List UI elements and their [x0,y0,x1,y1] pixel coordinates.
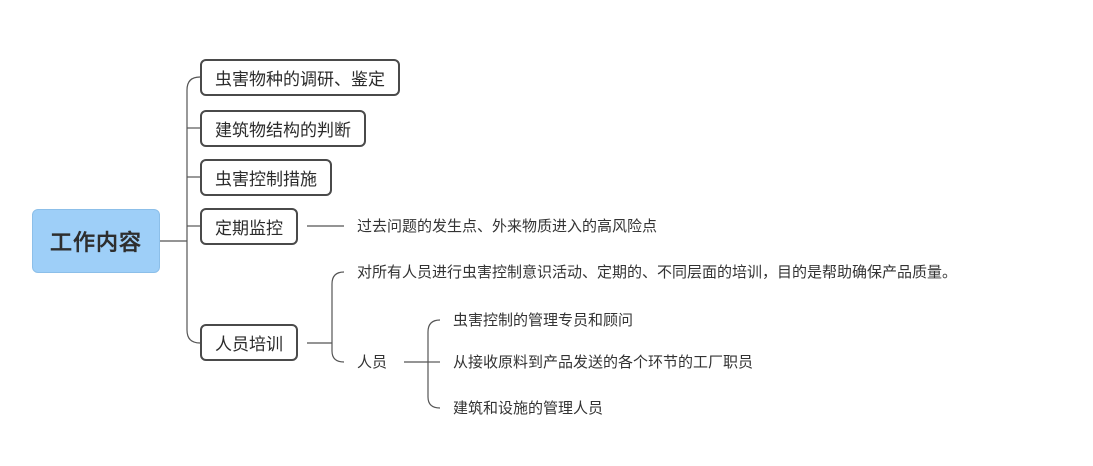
topic-staff-training[interactable]: 人员培训 [200,324,298,361]
subtopic-monitoring-points[interactable]: 过去问题的发生点、外来物质进入的高风险点 [357,217,658,235]
topic-building-structure[interactable]: 建筑物结构的判断 [200,110,366,147]
root-topic[interactable]: 工作内容 [32,209,160,273]
subtopic-personnel[interactable]: 人员 [357,353,388,371]
subtopic-training-description[interactable]: 对所有人员进行虫害控制意识活动、定期的、不同层面的培训，目的是帮助确保产品质量。 [357,263,958,281]
connector-people-bracket [427,319,441,409]
topic-pest-survey[interactable]: 虫害物种的调研、鉴定 [200,59,400,96]
subtopic-factory-staff[interactable]: 从接收原料到产品发送的各个环节的工厂职员 [453,353,754,371]
connector-trunk [186,76,201,344]
connector-training-bracket [331,271,345,363]
topic-regular-monitoring[interactable]: 定期监控 [200,208,298,245]
subtopic-facility-managers[interactable]: 建筑和设施的管理人员 [453,399,604,417]
subtopic-pest-control-specialists[interactable]: 虫害控制的管理专员和顾问 [453,311,634,329]
topic-pest-control-measures[interactable]: 虫害控制措施 [200,159,332,196]
